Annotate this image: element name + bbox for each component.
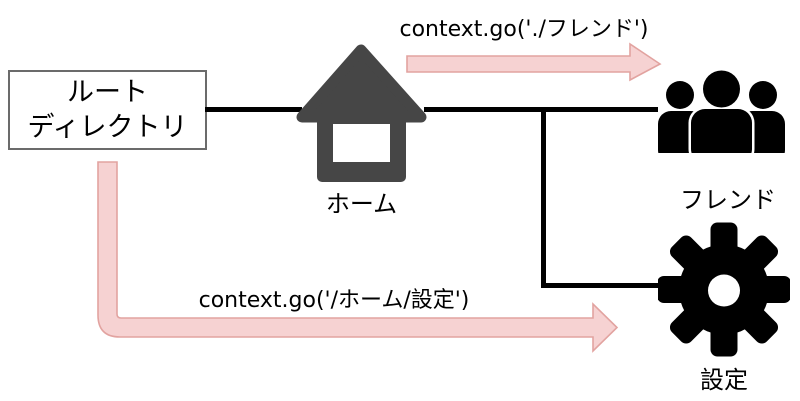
top-navigation-arrow [406, 42, 662, 82]
root-directory-box: ルート ディレクトリ [8, 70, 207, 150]
bottom-navigation-arrow [97, 161, 619, 353]
root-directory-label-line2: ディレクトリ [27, 112, 188, 143]
friends-label: フレンド [680, 186, 776, 214]
connector-branch-to-settings [541, 283, 658, 288]
settings-label: 設定 [700, 366, 748, 394]
connector-branch-vertical [541, 107, 546, 288]
people-icon [658, 68, 785, 153]
connector-root-to-home [205, 107, 302, 112]
top-arrow-code-label: context.go('./フレンド') [399, 17, 649, 42]
home-label: ホーム [325, 190, 398, 218]
home-icon [296, 44, 427, 182]
root-directory-label-line1: ルート [67, 77, 148, 108]
gear-icon [658, 222, 790, 357]
bottom-arrow-code-label: context.go('/ホーム/設定') [198, 288, 470, 313]
